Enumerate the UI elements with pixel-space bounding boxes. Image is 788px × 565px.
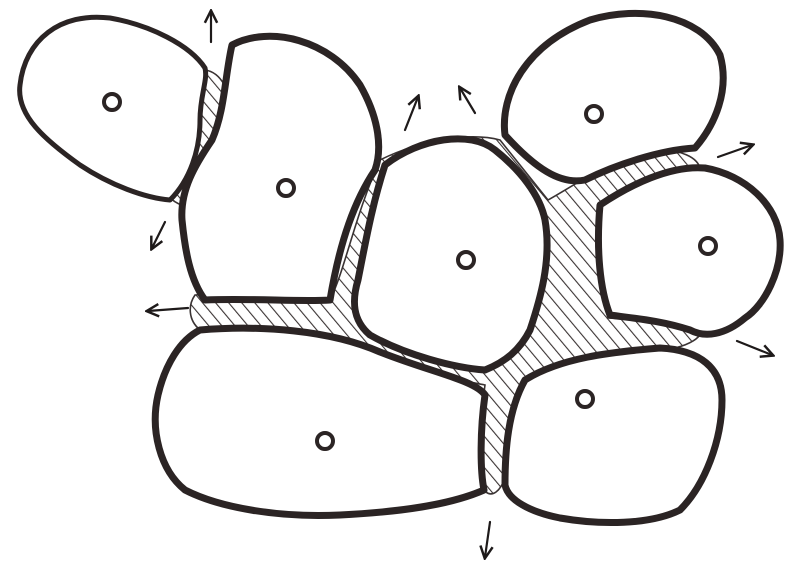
nucleus-cell-3 [458,252,474,268]
arrow-left-middle [148,308,188,311]
cells [20,13,781,522]
nucleus-cell-7 [317,433,333,449]
cell-4 [504,13,723,180]
nucleus-cell-1 [104,94,120,110]
arrow-up-right-center [405,97,418,130]
arrow-down-left [152,222,165,248]
nucleus-cell-5 [700,238,716,254]
cell-3 [354,139,547,370]
nucleus-cell-4 [586,106,602,122]
arrow-down-bottom [485,522,490,557]
cell-5 [598,168,780,335]
nucleus-cell-6 [577,391,593,407]
nucleus-cell-2 [278,180,294,196]
arrow-right-top [718,145,752,157]
arrow-up-left-center [460,88,475,113]
cell-6 [505,348,722,523]
arrow-right-bottom [737,341,772,355]
